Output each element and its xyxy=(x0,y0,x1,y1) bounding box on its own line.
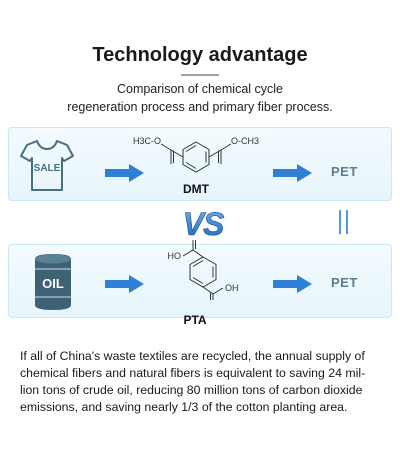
arrow-right-icon xyxy=(273,275,312,293)
sale-label: SALE xyxy=(34,163,61,174)
dmt-right-group: O-CH3 xyxy=(231,136,259,146)
primary-process-panel: OIL HO OH PET xyxy=(8,240,392,318)
description-line-4: emissions, and saving nearly 1/3 of the … xyxy=(20,400,348,414)
arrow-right-icon xyxy=(105,164,144,182)
subtitle-line-1: Comparison of chemical cycle xyxy=(116,82,284,96)
title-divider xyxy=(181,74,219,76)
dmt-molecule-diagram: H3C-O O-CH3 xyxy=(133,136,259,173)
vs-text: VS xyxy=(183,208,225,238)
description-line-2: chemical fibers and natural fibers is eq… xyxy=(20,366,366,380)
tshirt-icon: SALE xyxy=(20,140,74,191)
subtitle: Comparison of chemical cycle regeneratio… xyxy=(20,80,380,116)
arrow-right-icon xyxy=(273,164,312,182)
pta-label: PTA xyxy=(183,313,207,327)
description-paragraph: If all of China's waste textiles are rec… xyxy=(20,348,384,416)
description-line-3: lion tons of crude oil, reducing 80 mill… xyxy=(20,383,363,397)
pta-right-group: OH xyxy=(225,283,239,293)
description-line-1: If all of China's waste textiles are rec… xyxy=(20,349,365,363)
pet-label: PET xyxy=(331,275,358,290)
vs-emblem: VS xyxy=(182,208,226,238)
page-title: Technology advantage xyxy=(92,44,308,66)
pta-left-group: HO xyxy=(168,251,182,261)
oil-label: OIL xyxy=(42,276,64,291)
dmt-left-group: H3C-O xyxy=(133,136,161,146)
oil-barrel-icon: OIL xyxy=(35,254,71,310)
equal-sign-icon xyxy=(339,210,348,234)
arrow-right-icon xyxy=(105,275,144,293)
subtitle-line-2: regeneration process and primary fiber p… xyxy=(67,100,333,114)
pet-label: PET xyxy=(331,164,358,179)
dmt-label: DMT xyxy=(183,182,209,196)
recycle-process-panel: SALE H3C-O O-CH3 DMT PET xyxy=(8,127,392,201)
pta-molecule-diagram: HO OH xyxy=(168,240,239,300)
